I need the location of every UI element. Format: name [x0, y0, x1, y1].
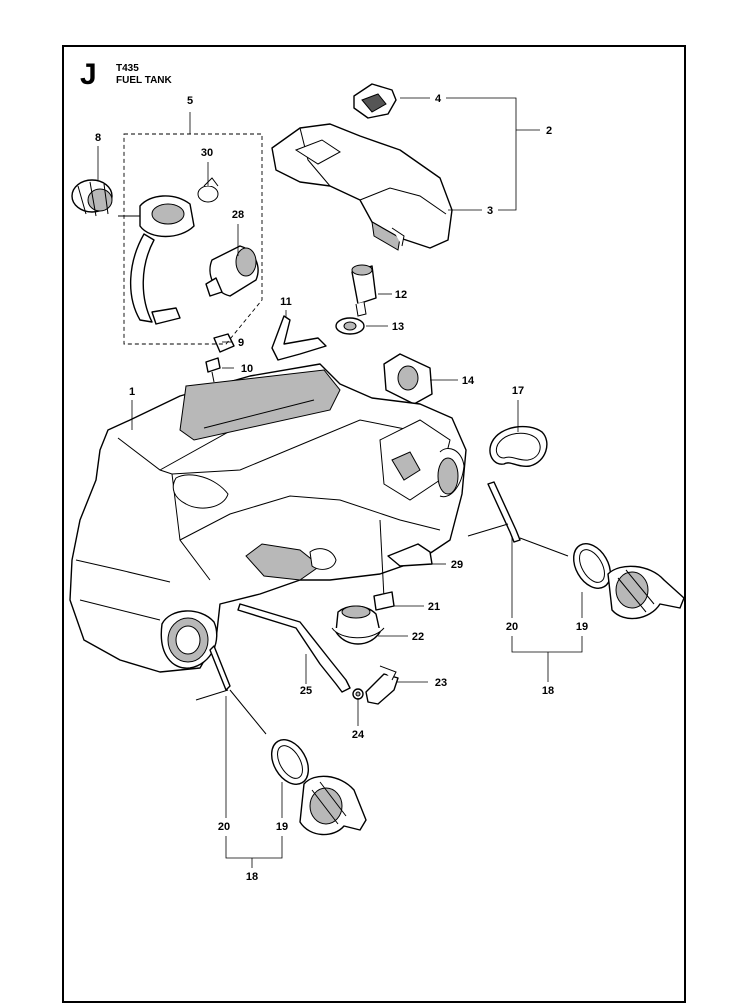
filter-cap-part [71, 179, 113, 217]
bushing-part [213, 333, 235, 353]
nut-part [352, 688, 364, 700]
diagram-frame [62, 45, 686, 1003]
callout-2: 2 [546, 125, 552, 137]
callout-19-right: 19 [576, 621, 588, 633]
tank-cover-part [271, 123, 453, 251]
vent-plug-part [353, 83, 397, 119]
hose-clamp-part [197, 177, 219, 203]
callout-18-bottom: 18 [246, 871, 258, 883]
callout-numbers: 5 8 30 28 4 2 3 9 10 11 12 13 14 17 1 29… [95, 93, 588, 883]
callout-3: 3 [487, 205, 493, 217]
callout-24: 24 [352, 729, 365, 741]
callout-30: 30 [201, 147, 213, 159]
callout-18-right: 18 [542, 685, 554, 697]
grommet-part [331, 605, 385, 645]
callout-21: 21 [428, 601, 440, 613]
fuel-hose-assembly-part [118, 195, 195, 325]
callout-4: 4 [435, 93, 442, 105]
diagram-title: FUEL TANK [116, 75, 172, 86]
callout-10: 10 [241, 363, 253, 375]
gasket-ring-part [489, 425, 548, 468]
callout-23: 23 [435, 677, 447, 689]
callout-5: 5 [187, 95, 193, 107]
callout-25: 25 [300, 685, 312, 697]
callout-28: 28 [232, 209, 244, 221]
bracket-part [271, 315, 327, 361]
callout-12: 12 [395, 289, 407, 301]
callout-20-right: 20 [506, 621, 518, 633]
callout-1: 1 [129, 386, 135, 398]
breather-seal-part [335, 317, 365, 335]
fuel-cap-bottom-part [195, 645, 367, 836]
fuel-filter-part [205, 245, 259, 297]
kit-5-boundary [123, 133, 263, 345]
model-number: T435 [116, 63, 139, 74]
rod-part [237, 603, 351, 693]
fitting-part [365, 665, 399, 705]
leader-lines [97, 97, 583, 868]
av-block-part [383, 353, 433, 405]
callout-13: 13 [392, 321, 404, 333]
breather-part [351, 264, 377, 317]
callout-22: 22 [412, 631, 424, 643]
screw-10-part [205, 357, 221, 383]
callout-11: 11 [280, 296, 292, 308]
callout-29: 29 [451, 559, 463, 571]
callout-17: 17 [512, 385, 524, 397]
callout-8: 8 [95, 132, 101, 144]
callout-14: 14 [462, 375, 475, 387]
callout-20-bottom: 20 [218, 821, 230, 833]
fuel-cap-right-part [467, 481, 685, 620]
clip-part [387, 543, 433, 567]
section-letter: J [80, 58, 97, 91]
callout-19-bottom: 19 [276, 821, 288, 833]
fuel-tank-body-part [69, 363, 467, 673]
callout-9: 9 [238, 337, 244, 349]
